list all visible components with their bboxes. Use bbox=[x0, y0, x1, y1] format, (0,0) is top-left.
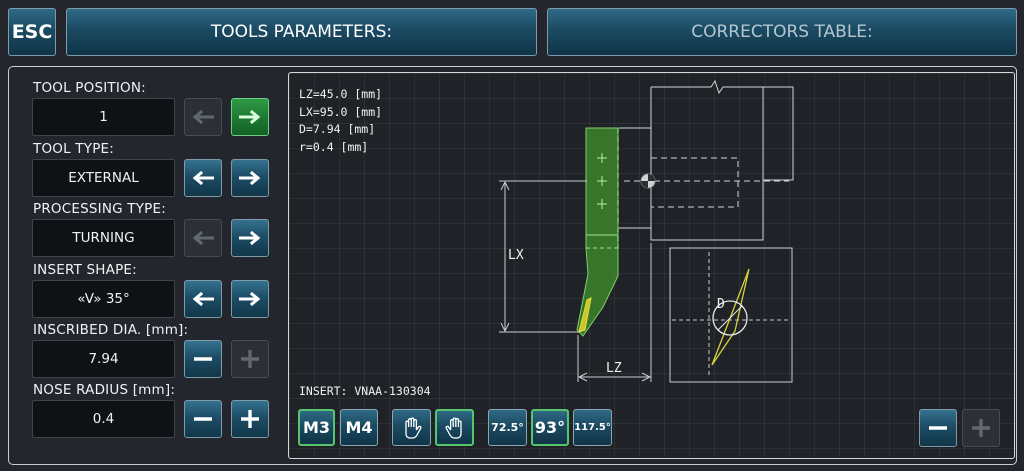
angle-72-5-button[interactable]: 72.5° bbox=[488, 409, 527, 446]
arrow-right-icon bbox=[239, 231, 261, 245]
m3-button[interactable]: M3 bbox=[298, 409, 335, 446]
processing-type-next-button[interactable] bbox=[231, 219, 269, 257]
tool-body bbox=[576, 127, 619, 337]
lx-readout: LX=95.0 [mm] bbox=[299, 104, 383, 119]
lx-dimension bbox=[499, 180, 587, 333]
zoom-out-button[interactable] bbox=[919, 409, 957, 447]
tool-type-prev-button[interactable] bbox=[184, 159, 222, 197]
insert-detail bbox=[669, 247, 793, 383]
tool-drawing-viewport: LZ=45.0 [mm] LX=95.0 [mm] D=7.94 [mm] r=… bbox=[288, 72, 1015, 459]
tool-type-next-button[interactable] bbox=[231, 159, 269, 197]
tool-center-marker bbox=[640, 173, 656, 189]
arrow-left-icon bbox=[192, 231, 214, 245]
lz-label: LZ bbox=[606, 361, 622, 376]
arrow-right-icon bbox=[239, 171, 261, 185]
hand-right-button[interactable] bbox=[435, 409, 474, 446]
plus-icon bbox=[241, 410, 259, 428]
inscribed-dia-label: INSCRIBED DIA. [mm]: bbox=[33, 322, 189, 338]
lx-label: LX bbox=[508, 248, 524, 263]
tool-position-label: TOOL POSITION: bbox=[33, 80, 146, 96]
hand-left-button[interactable] bbox=[392, 409, 431, 446]
processing-type-field[interactable]: TURNING bbox=[32, 219, 175, 257]
nose-radius-field[interactable]: 0.4 bbox=[32, 400, 175, 438]
inscribed-dia-increase-button[interactable] bbox=[231, 340, 269, 378]
arrow-left-icon bbox=[192, 171, 214, 185]
lz-dimension bbox=[577, 243, 652, 382]
zoom-in-button[interactable] bbox=[962, 409, 1000, 447]
insert-shape-prev-button[interactable] bbox=[184, 280, 222, 318]
plus-icon bbox=[972, 419, 990, 437]
nose-radius-label: NOSE RADIUS [mm]: bbox=[33, 382, 176, 398]
arrow-left-icon bbox=[192, 110, 214, 124]
inscribed-dia-decrease-button[interactable] bbox=[184, 340, 222, 378]
d-label: D bbox=[717, 297, 725, 312]
angle-117-5-button[interactable]: 117.5° bbox=[573, 409, 612, 446]
minus-icon bbox=[929, 426, 947, 430]
arrow-right-icon bbox=[239, 110, 261, 124]
inscribed-dia-field[interactable]: 7.94 bbox=[32, 340, 175, 378]
minus-icon bbox=[194, 417, 212, 421]
tool-position-prev-button[interactable] bbox=[184, 98, 222, 136]
r-readout: r=0.4 [mm] bbox=[299, 139, 369, 154]
tool-dimensions-readout: LZ=45.0 [mm] LX=95.0 [mm] D=7.94 [mm] r=… bbox=[299, 86, 382, 156]
tool-position-next-button[interactable] bbox=[231, 98, 269, 136]
processing-type-label: PROCESSING TYPE: bbox=[33, 201, 166, 217]
angle-93-button[interactable]: 93° bbox=[531, 409, 569, 446]
insert-shape-next-button[interactable] bbox=[231, 280, 269, 318]
insert-shape-label: INSERT SHAPE: bbox=[33, 262, 137, 278]
tool-schematic bbox=[499, 79, 794, 383]
nose-radius-increase-button[interactable] bbox=[231, 400, 269, 438]
nose-radius-decrease-button[interactable] bbox=[184, 400, 222, 438]
insert-shape-field[interactable]: «V» 35° bbox=[32, 280, 175, 318]
workpiece-outline bbox=[619, 79, 794, 241]
hand-icon bbox=[404, 417, 421, 439]
minus-icon bbox=[194, 357, 212, 361]
tool-type-field[interactable]: EXTERNAL bbox=[32, 159, 175, 197]
processing-type-prev-button[interactable] bbox=[184, 219, 222, 257]
esc-button[interactable]: ESC bbox=[8, 8, 56, 56]
hand-icon bbox=[445, 417, 462, 439]
lz-readout: LZ=45.0 [mm] bbox=[299, 87, 383, 101]
insert-code-label: INSERT: VNAA-130304 bbox=[299, 384, 431, 398]
plus-icon bbox=[241, 350, 259, 368]
tab-tools-parameters[interactable]: TOOLS PARAMETERS: bbox=[66, 8, 537, 56]
arrow-left-icon bbox=[192, 292, 214, 306]
m4-button[interactable]: M4 bbox=[340, 409, 378, 446]
tab-correctors-table[interactable]: CORRECTORS TABLE: bbox=[547, 8, 1017, 56]
tool-position-field[interactable]: 1 bbox=[32, 98, 175, 136]
arrow-right-icon bbox=[239, 292, 261, 306]
d-readout: D=7.94 [mm] bbox=[299, 122, 376, 136]
tool-type-label: TOOL TYPE: bbox=[33, 141, 115, 157]
